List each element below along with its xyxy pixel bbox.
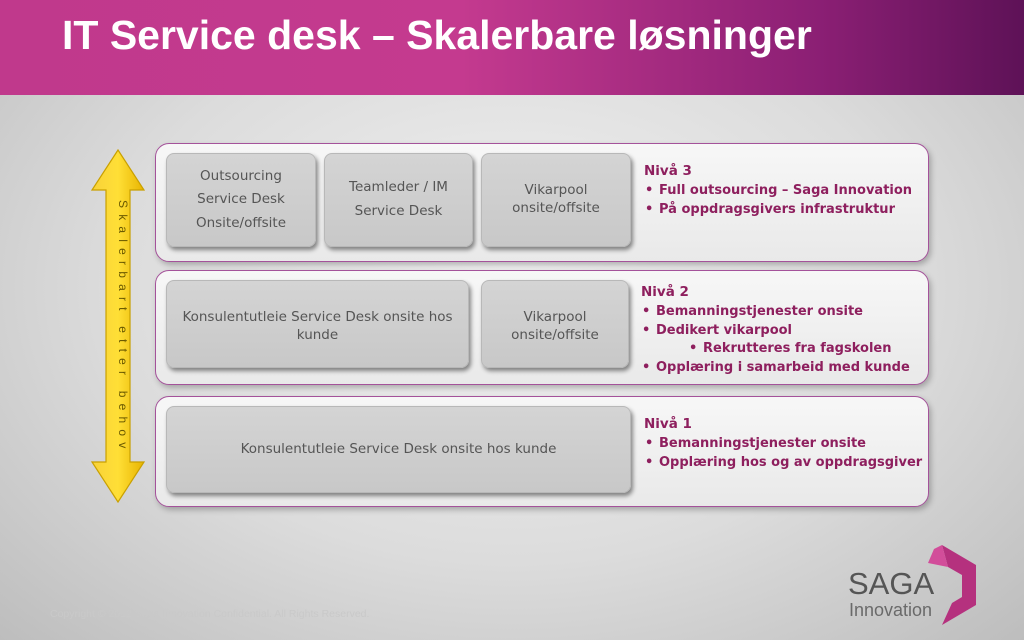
konsulentutleie-box-level-2: Konsulentutleie Service Desk onsite hos … [166,280,469,368]
box-line: kunde [296,326,339,343]
bullet-item: Bemanningstjenester onsite [644,435,922,454]
teamleder-box: Teamleder / IM Service Desk [324,153,473,247]
saga-logo-icon [928,545,976,625]
bullet-item: På oppdragsgivers infrastruktur [644,201,912,220]
copyright-notice: Copyright © 2012 Saga Innovation Confide… [50,608,370,620]
bullet-item: Dedikert vikarpool [641,322,910,341]
box-line: Service Desk [354,203,443,219]
box-line: onsite/offsite [511,326,599,343]
vikarpool-box-level-3: Vikarpool onsite/offsite [481,153,631,247]
sub-bullet-item: Rekrutteres fra fagskolen [641,340,910,359]
level-heading: Nivå 1 [644,416,692,432]
bullet-item: Opplæring hos og av oppdragsgiver [644,454,922,473]
level-2-info: Nivå 2 Bemanningstjenester onsite Dedike… [641,284,910,377]
level-3-info: Nivå 3 Full outsourcing – Saga Innovatio… [644,163,912,219]
title-bar [0,0,1024,95]
box-line: Teamleder / IM [349,179,448,196]
box-line: Outsourcing [200,167,282,184]
level-1-info: Nivå 1 Bemanningstjenester onsite Opplær… [644,416,922,472]
scalability-label: Skalerbart etter behov [116,200,130,455]
bullet-item: Full outsourcing – Saga Innovation [644,182,912,201]
double-arrow-icon [90,148,146,504]
logo-wordmark: SAGA [848,566,935,601]
box-line: Konsulentutleie Service Desk onsite hos [182,309,453,325]
box-line: Service Desk [197,191,285,208]
box-line: Onsite/offsite [195,214,287,231]
level-heading: Nivå 2 [641,284,689,300]
bullet-item: Bemanningstjenester onsite [641,303,910,322]
logo-subtitle: Innovation [849,600,933,620]
box-line: Vikarpool [524,182,588,199]
box-line: onsite/offsite [512,200,600,216]
konsulentutleie-box-level-1: Konsulentutleie Service Desk onsite hos … [166,406,631,493]
box-line: Konsulentutleie Service Desk onsite hos … [240,440,557,457]
bullet-item: Opplæring i samarbeid med kunde [641,359,910,378]
slide-title: IT Service desk – Skalerbare løsninger [62,12,812,58]
box-line: Vikarpool [523,309,587,325]
outsourcing-box: Outsourcing Service Desk Onsite/offsite [166,153,316,247]
level-heading: Nivå 3 [644,163,692,179]
vikarpool-box-level-2: Vikarpool onsite/offsite [481,280,629,368]
